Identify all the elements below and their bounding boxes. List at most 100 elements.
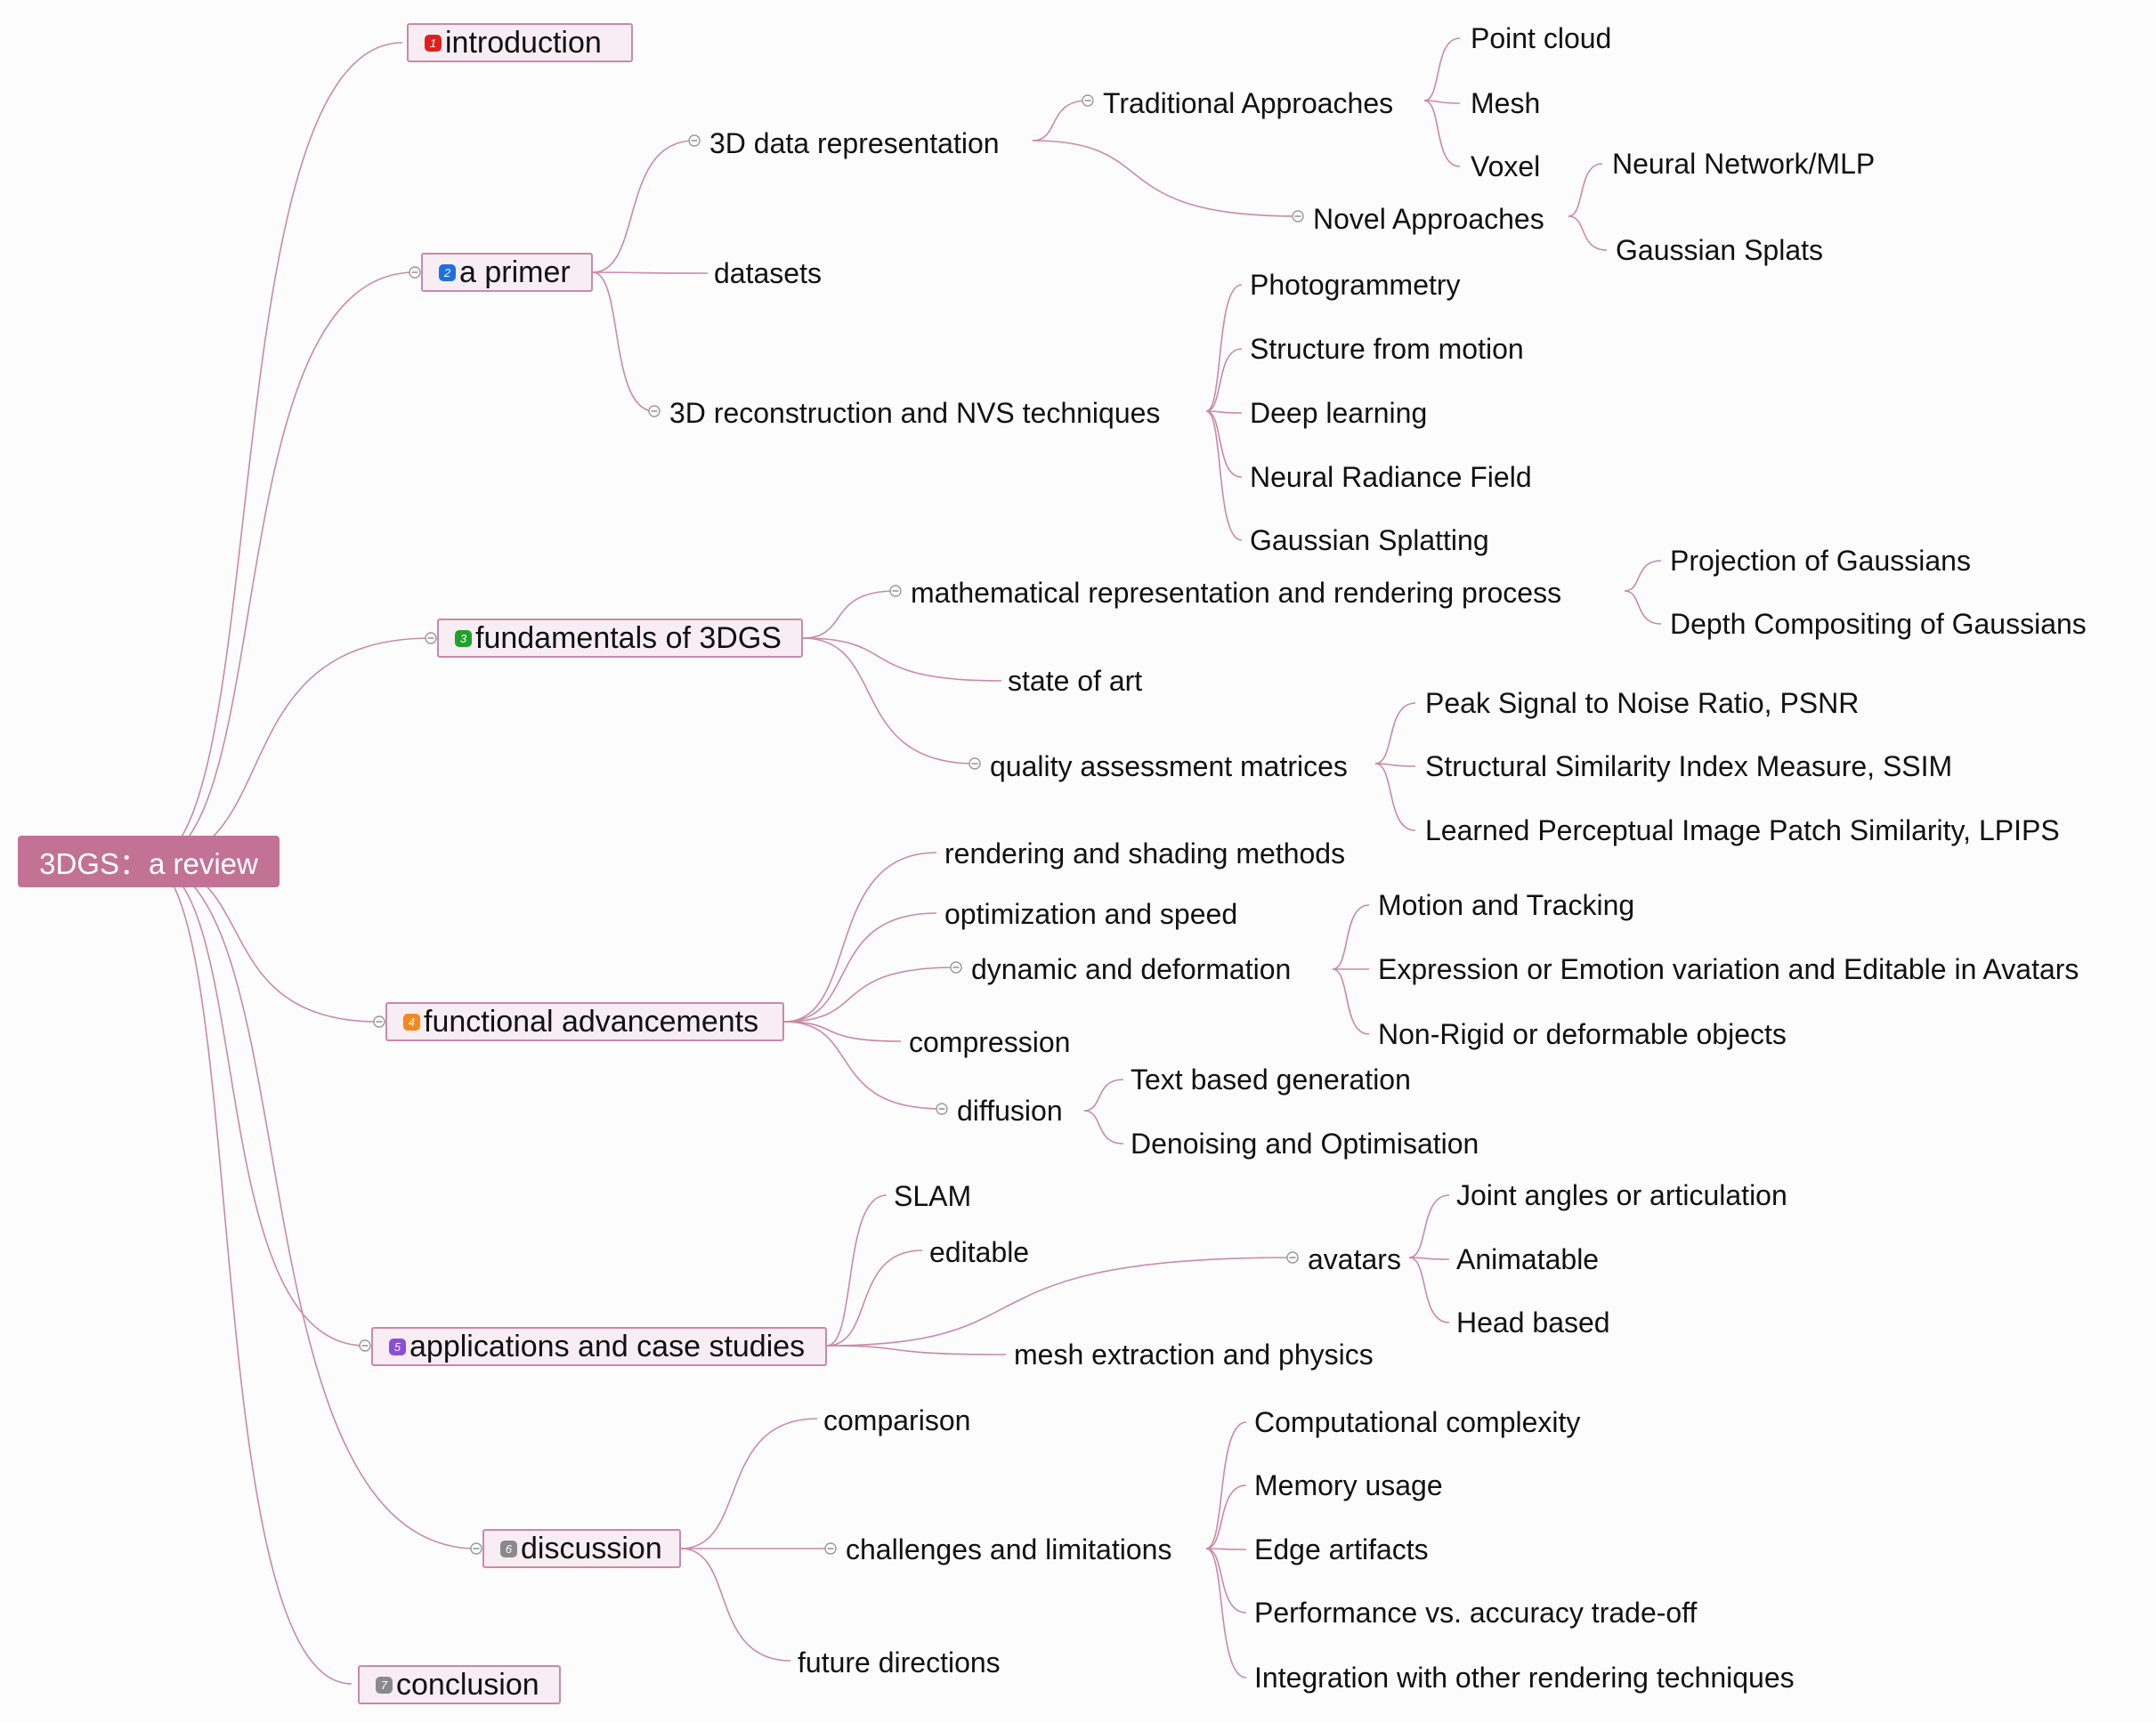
subtopic-state-of-art[interactable]: state of art: [1008, 665, 1143, 697]
collapse-toggle-icon[interactable]: [373, 1015, 385, 1028]
collapse-toggle-icon[interactable]: [969, 757, 981, 770]
subtopic-item[interactable]: Text based generation: [1131, 1064, 1411, 1096]
subtopic-optimization[interactable]: optimization and speed: [944, 898, 1238, 930]
subtopic-item[interactable]: Edge artifacts: [1254, 1533, 1429, 1565]
subtopic-slam[interactable]: SLAM: [894, 1180, 972, 1212]
subtopic-item[interactable]: Gaussian Splatting: [1250, 524, 1489, 556]
connector-line: [1083, 1079, 1124, 1112]
collapse-toggle-icon[interactable]: [470, 1542, 482, 1555]
collapse-toggle-icon[interactable]: [889, 585, 902, 597]
connector-line: [1568, 215, 1608, 251]
subtopic-item[interactable]: Gaussian Splats: [1616, 234, 1824, 266]
subtopic-novel-approaches[interactable]: Novel Approaches: [1313, 203, 1544, 235]
connector-line: [1205, 410, 1243, 478]
subtopic-item[interactable]: Neural Network/MLP: [1612, 148, 1876, 180]
connector-line: [1332, 904, 1370, 970]
subtopic-item[interactable]: Performance vs. accuracy trade-off: [1254, 1597, 1698, 1629]
connector-line: [1205, 284, 1243, 412]
subtopic-item[interactable]: Peak Signal to Noise Ratio, PSNR: [1425, 687, 1860, 719]
collapse-toggle-icon[interactable]: [688, 134, 701, 147]
connector-line: [802, 590, 896, 639]
connector-line: [146, 862, 353, 1685]
subtopic-item[interactable]: Structure from motion: [1250, 333, 1524, 365]
connector-line: [146, 862, 477, 1549]
subtopic-item[interactable]: Depth Compositing of Gaussians: [1670, 608, 2087, 640]
subtopic-item[interactable]: Non-Rigid or deformable objects: [1378, 1018, 1787, 1050]
subtopic-quality[interactable]: quality assessment matrices: [990, 750, 1348, 782]
collapse-toggle-icon[interactable]: [1292, 210, 1304, 222]
topic-label: a primer: [459, 255, 571, 289]
subtopic-compression[interactable]: compression: [909, 1026, 1071, 1058]
subtopic-item[interactable]: Projection of Gaussians: [1670, 545, 1971, 577]
root-topic[interactable]: 3DGS：a review: [18, 836, 280, 887]
subtopic-challenges[interactable]: challenges and limitations: [846, 1533, 1172, 1565]
subtopic-future[interactable]: future directions: [798, 1646, 1001, 1679]
priority-7-icon: 7: [376, 1676, 393, 1694]
subtopic-item[interactable]: Structural Similarity Index Measure, SSI…: [1425, 750, 1953, 782]
subtopic-item[interactable]: Memory usage: [1254, 1469, 1443, 1501]
connector-line: [1032, 140, 1299, 217]
subtopic-rendering[interactable]: rendering and shading methods: [944, 837, 1346, 870]
connector-line: [1083, 1110, 1124, 1145]
subtopic-item[interactable]: Photogrammetry: [1250, 269, 1461, 301]
collapse-toggle-icon[interactable]: [1286, 1251, 1299, 1264]
subtopic-dynamic[interactable]: dynamic and deformation: [971, 953, 1292, 985]
connector-line: [826, 1194, 888, 1347]
connector-line: [1568, 163, 1603, 217]
subtopic-diffusion[interactable]: diffusion: [957, 1095, 1063, 1127]
subtopic-3d-data-representation[interactable]: 3D data representation: [709, 127, 1000, 159]
connector-line: [1423, 37, 1461, 101]
collapse-toggle-icon[interactable]: [824, 1542, 837, 1555]
subtopic-reconstruction[interactable]: 3D reconstruction and NVS techniques: [669, 397, 1161, 429]
priority-2-icon: 2: [439, 263, 456, 281]
subtopic-item[interactable]: Mesh: [1471, 87, 1541, 119]
subtopic-item[interactable]: Motion and Tracking: [1378, 889, 1635, 921]
subtopic-item[interactable]: Voxel: [1471, 150, 1541, 182]
collapse-toggle-icon[interactable]: [425, 632, 437, 644]
connector-line: [146, 637, 432, 863]
connector-line: [1408, 1257, 1450, 1260]
subtopic-item[interactable]: Head based: [1456, 1306, 1610, 1339]
connector-line: [783, 852, 937, 1023]
subtopic-item[interactable]: Deep learning: [1250, 397, 1428, 429]
collapse-toggle-icon[interactable]: [359, 1339, 371, 1352]
topic-label: introduction: [445, 26, 602, 60]
connector-line: [826, 1250, 923, 1347]
subtopic-avatars[interactable]: avatars: [1308, 1243, 1401, 1275]
collapse-toggle-icon[interactable]: [1082, 94, 1094, 107]
connector-line: [1205, 1548, 1247, 1679]
topic-label: applications and case studies: [409, 1330, 806, 1363]
subtopic-item[interactable]: Point cloud: [1471, 22, 1612, 54]
connector-line: [1032, 100, 1089, 142]
connector-line: [146, 862, 366, 1347]
subtopic-editable[interactable]: editable: [929, 1236, 1030, 1268]
collapse-toggle-icon[interactable]: [936, 1103, 948, 1115]
subtopic-traditional-approaches[interactable]: Traditional Approaches: [1103, 87, 1394, 119]
collapse-toggle-icon[interactable]: [409, 266, 421, 279]
subtopic-comparison[interactable]: comparison: [823, 1404, 971, 1436]
connector-line: [1205, 410, 1243, 414]
subtopic-item[interactable]: Expression or Emotion variation and Edit…: [1378, 953, 2079, 985]
subtopic-item[interactable]: Joint angles or articulation: [1456, 1179, 1787, 1211]
subtopic-item[interactable]: Neural Radiance Field: [1250, 461, 1532, 493]
subtopic-math[interactable]: mathematical representation and renderin…: [911, 577, 1562, 609]
collapse-toggle-icon[interactable]: [950, 961, 962, 974]
collapse-toggle-icon[interactable]: [648, 405, 661, 417]
subtopic-datasets[interactable]: datasets: [714, 257, 822, 289]
subtopic-item[interactable]: Computational complexity: [1254, 1406, 1581, 1438]
subtopic-item[interactable]: Integration with other rendering techniq…: [1254, 1662, 1795, 1694]
subtopic-mesh-extraction[interactable]: mesh extraction and physics: [1014, 1339, 1374, 1371]
subtopic-item[interactable]: Learned Perceptual Image Patch Similarit…: [1425, 814, 2060, 846]
connector-line: [802, 637, 976, 764]
connector-line: [783, 1021, 943, 1110]
topic-label: functional advancements: [424, 1005, 759, 1039]
subtopic-item[interactable]: Denoising and Optimisation: [1131, 1128, 1479, 1160]
subtopic-item[interactable]: Animatable: [1456, 1243, 1600, 1275]
